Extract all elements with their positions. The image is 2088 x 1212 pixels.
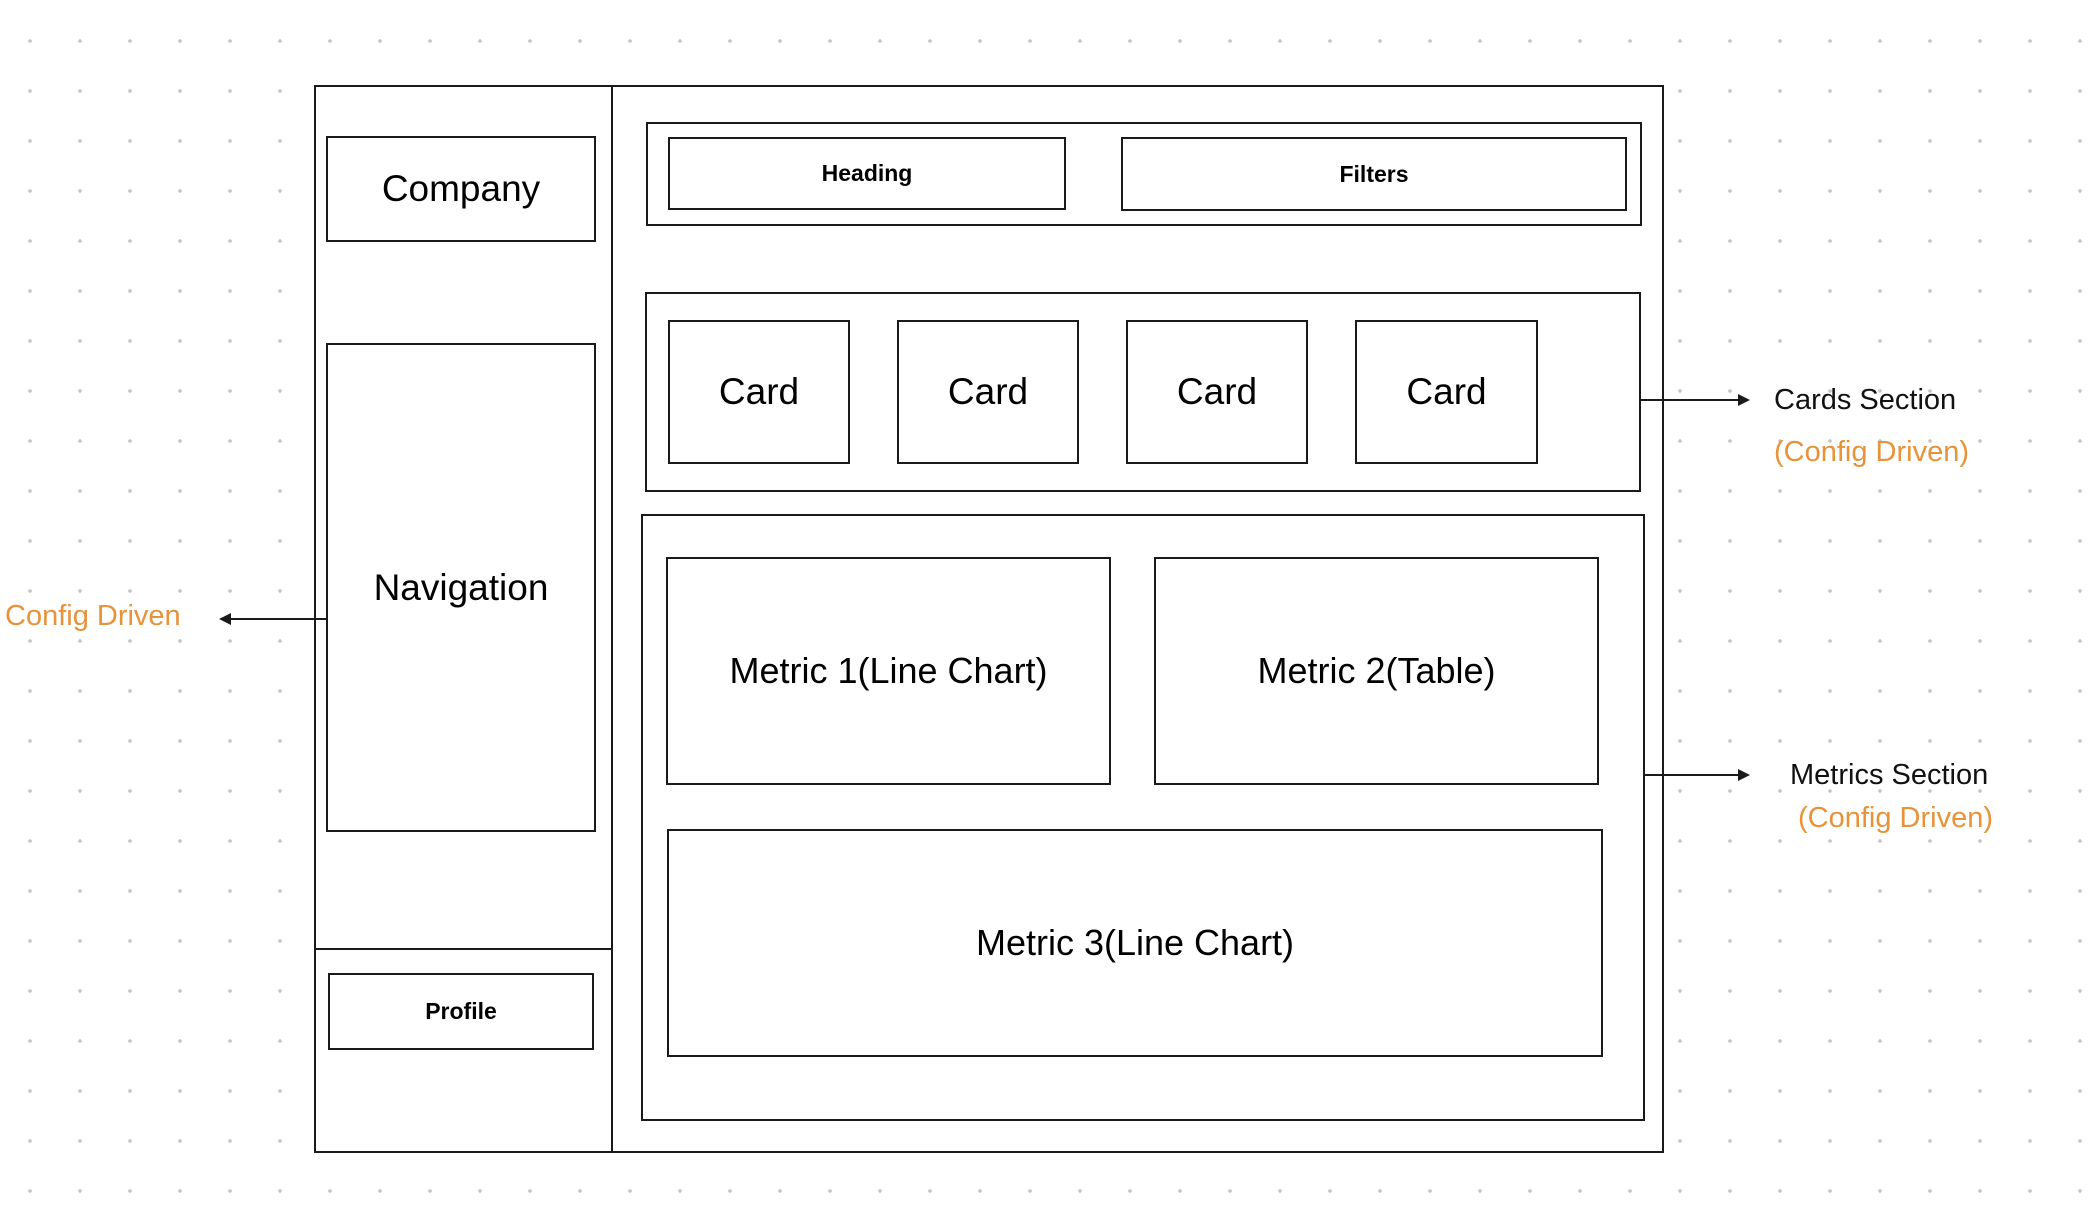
card: Card <box>897 320 1079 464</box>
metric-1-box: Metric 1(Line Chart) <box>666 557 1111 785</box>
sidebar-divider <box>611 85 613 1153</box>
heading-box: Heading <box>668 137 1066 210</box>
metrics-section-label: Metrics Section <box>1790 759 1989 791</box>
profile-divider <box>314 948 611 950</box>
navigation-box: Navigation <box>326 343 596 832</box>
metrics-arrow-head <box>1738 769 1750 781</box>
cards-config-note: (Config Driven) <box>1774 436 1969 468</box>
company-box: Company <box>326 136 596 242</box>
card: Card <box>668 320 850 464</box>
card: Card <box>1355 320 1538 464</box>
nav-arrow-head <box>219 613 231 625</box>
metric-2-box: Metric 2(Table) <box>1154 557 1599 785</box>
card: Card <box>1126 320 1308 464</box>
metric-3-box: Metric 3(Line Chart) <box>667 829 1603 1057</box>
nav-config-note: Config Driven <box>5 600 181 632</box>
filters-box: Filters <box>1121 137 1627 211</box>
cards-arrow-head <box>1738 394 1750 406</box>
cards-section-label: Cards Section <box>1774 384 1957 416</box>
profile-box: Profile <box>328 973 594 1050</box>
metrics-config-note: (Config Driven) <box>1798 802 1993 834</box>
